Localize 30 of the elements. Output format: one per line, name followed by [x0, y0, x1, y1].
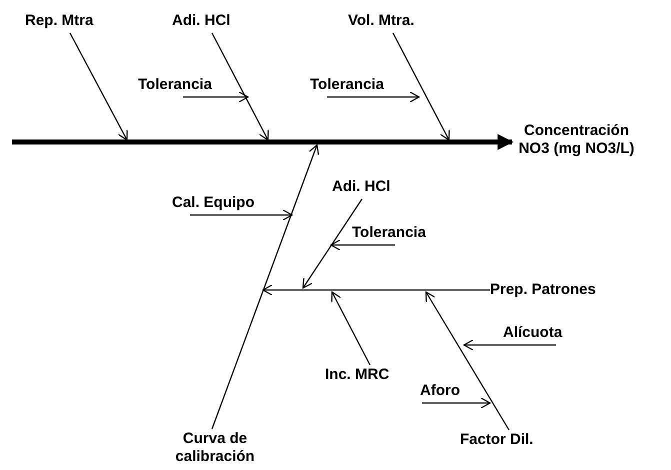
bone-arrow — [330, 239, 395, 251]
effect-label: Concentración NO3 (mg NO3/L) — [514, 122, 639, 158]
spine-arrow — [12, 134, 514, 150]
bone-arrow — [463, 339, 556, 351]
bone-arrow — [327, 91, 420, 103]
bone-arrow — [422, 397, 491, 409]
bone-arrow — [302, 198, 362, 289]
cause-label: Aforo — [420, 382, 460, 400]
bone-arrow — [190, 209, 293, 221]
cause-label: Tolerancia — [310, 76, 384, 94]
bone-arrow — [183, 91, 249, 103]
bone-arrow — [392, 32, 450, 141]
bone-arrow — [211, 144, 320, 430]
bone-arrow — [211, 32, 269, 141]
cause-label: Prep. Patrones — [490, 281, 596, 299]
bone-arrow — [69, 32, 128, 141]
bone-arrow — [425, 291, 510, 430]
cause-label: Adi. HCl — [332, 178, 390, 196]
cause-label: Vol. Mtra. — [348, 12, 414, 30]
bone-arrow — [262, 284, 490, 296]
cause-label: Tolerancia — [352, 224, 426, 242]
cause-label: Alícuota — [503, 324, 562, 342]
cause-label: Cal. Equipo — [172, 194, 254, 212]
cause-label: Adi. HCl — [172, 12, 230, 30]
cause-label: Tolerancia — [138, 76, 212, 94]
cause-label: Inc. MRC — [325, 366, 390, 384]
cause-label: Rep. Mtra — [25, 12, 94, 30]
cause-label: Factor Dil. — [460, 431, 534, 449]
bone-arrow — [331, 291, 371, 366]
cause-label: Curva de calibración — [165, 430, 265, 466]
